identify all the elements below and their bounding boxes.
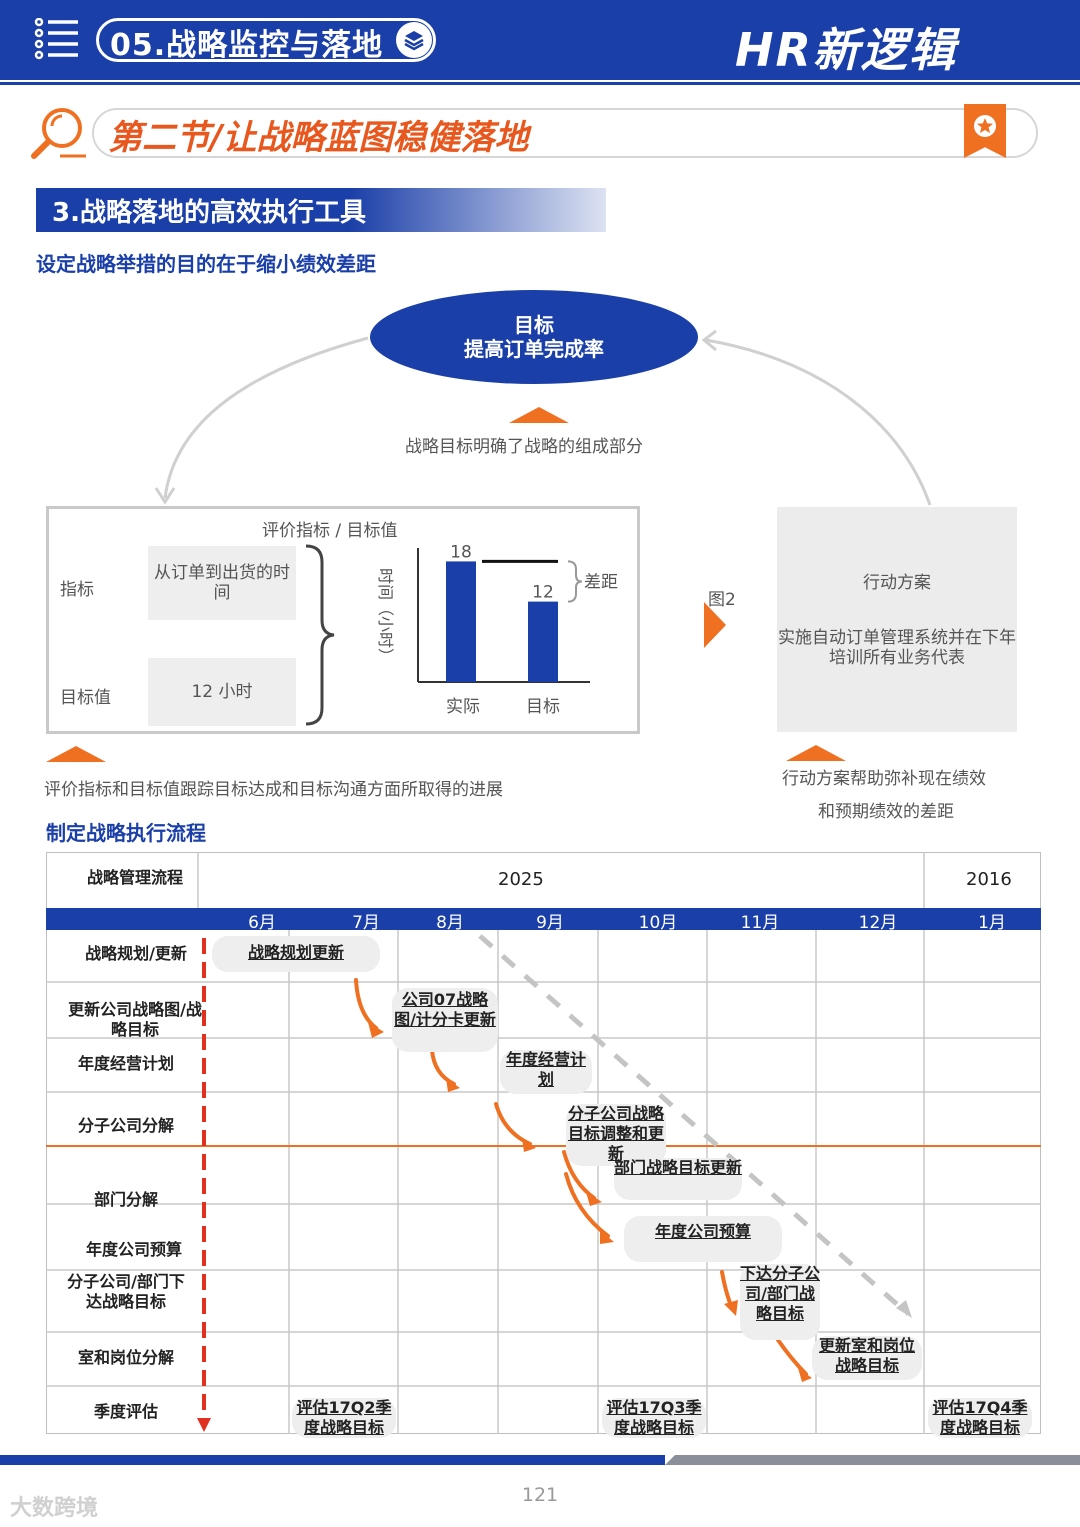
month-oct: 10月	[638, 913, 678, 933]
watermark: 大数跨境	[10, 1496, 99, 1521]
header-divider	[0, 82, 1080, 85]
brand-logo: HR新逻辑	[735, 23, 957, 77]
bar-value-label: 18	[450, 542, 472, 562]
y-axis-label: 时间（小时）	[376, 568, 395, 664]
goal-heading: 设定战略举措的目的在于缩小绩效差距	[36, 252, 376, 276]
goal-label: 目标	[514, 313, 554, 337]
task-annual-plan: 年度经营计划	[500, 1050, 592, 1094]
process-grid	[46, 852, 1041, 1434]
goal-note: 战略目标明确了战略的组成部分	[405, 437, 643, 457]
task-strategy-update: 战略规划更新	[212, 936, 380, 972]
magnifier-icon	[31, 108, 86, 159]
chapter-pill	[96, 18, 436, 62]
brace-icon	[305, 544, 335, 726]
row-quarterly: 季度评估	[93, 1402, 158, 1421]
action-note-1: 行动方案帮助弥补现在绩效	[782, 769, 986, 789]
row-strategy-map: 更新公司战略图/战略目标	[68, 1000, 202, 1039]
task-q4-review: 评估17Q4季度战略目标	[928, 1398, 1032, 1438]
cycle-arrows	[154, 329, 932, 506]
process-heading: 制定战略执行流程	[46, 821, 206, 845]
footer-bar-grey	[665, 1455, 1080, 1465]
month-jun: 6月	[248, 913, 276, 933]
section-pill	[92, 108, 1038, 158]
bar-actual	[446, 561, 476, 682]
chapter-title: 05.战略监控与落地	[110, 28, 384, 63]
year-2016: 2016	[966, 869, 1012, 890]
page-number: 121	[521, 1484, 559, 1506]
process-table	[46, 852, 1041, 1434]
indicator-value: 从订单到出货的时间	[148, 546, 296, 620]
task-issue-targets: 下达分子公司/部门战略目标	[740, 1264, 820, 1340]
gap-brace-icon	[567, 560, 583, 603]
row-position: 室和岗位分解	[77, 1348, 174, 1367]
menu-list-icon[interactable]	[34, 18, 80, 62]
year-2025: 2025	[498, 869, 544, 890]
arrow-right-icon	[704, 602, 726, 648]
task-subsidiary-targets: 分子公司战略目标调整和更新	[566, 1104, 666, 1166]
month-dec: 12月	[858, 913, 898, 933]
star-icon	[974, 115, 996, 137]
month-jul: 7月	[352, 913, 380, 933]
row-department: 部门分解	[93, 1190, 158, 1209]
row-subsidiary: 分子公司分解	[77, 1116, 174, 1135]
task-department-targets: 部门战略目标更新	[614, 1158, 742, 1200]
category-label: 目标	[526, 697, 560, 717]
month-aug: 8月	[436, 913, 464, 933]
header-bar	[0, 0, 1080, 80]
month-nov: 11月	[740, 913, 780, 933]
action-plan-box	[777, 507, 1017, 732]
triangle-marker-icon	[786, 745, 846, 761]
month-sep: 9月	[536, 913, 564, 933]
triangle-marker-icon	[46, 746, 106, 762]
triangle-marker-icon	[509, 407, 569, 423]
gap-label: 差距	[584, 573, 618, 593]
bar-value-label: 12	[532, 583, 554, 603]
row-annual-plan: 年度经营计划	[77, 1054, 174, 1073]
category-label: 实际	[446, 697, 480, 717]
month-jan: 1月	[978, 913, 1006, 933]
goal-value: 提高订单完成率	[464, 337, 604, 361]
section-title: 第二节/让战略蓝图稳健落地	[108, 118, 529, 158]
task-annual-budget: 年度公司预算	[624, 1216, 782, 1262]
bar-target	[528, 601, 558, 682]
panel-title: 评价指标 / 目标值	[262, 521, 398, 541]
row-strategy-planning: 战略规划/更新	[85, 944, 187, 963]
subsection-title: 3.战略落地的高效执行工具	[52, 198, 366, 228]
target-label: 目标值	[60, 688, 111, 708]
action-note-2: 和预期绩效的差距	[818, 802, 954, 822]
row-budget: 年度公司预算	[85, 1240, 182, 1259]
footer-bar-blue	[0, 1455, 665, 1465]
table-header-label: 战略管理流程	[86, 868, 183, 887]
task-q2-review: 评估17Q2季度战略目标	[292, 1398, 396, 1438]
task-q3-review: 评估17Q3季度战略目标	[602, 1398, 706, 1438]
goal-ellipse: 目标 提高订单完成率	[370, 290, 698, 384]
row-issue-targets: 分子公司/部门下达战略目标	[67, 1272, 185, 1311]
indicator-label: 指标	[60, 580, 94, 600]
figure-label: 图2	[708, 590, 736, 610]
target-value: 12 小时	[148, 658, 296, 726]
panel-note: 评价指标和目标值跟踪目标达成和目标沟通方面所取得的进展	[44, 780, 503, 800]
stack-icon	[396, 22, 432, 58]
action-text: 实施自动订单管理系统并在下年培训所有业务代表	[778, 628, 1016, 668]
subsection-banner	[36, 188, 606, 232]
task-position-targets: 更新室和岗位战略目标	[812, 1336, 922, 1380]
gap-bar-chart: 差距 时间（小时） 18 实际 12 目标	[376, 542, 618, 717]
action-title: 行动方案	[863, 573, 931, 593]
task-scorecard-update: 公司07战略图/计分卡更新	[392, 988, 498, 1052]
